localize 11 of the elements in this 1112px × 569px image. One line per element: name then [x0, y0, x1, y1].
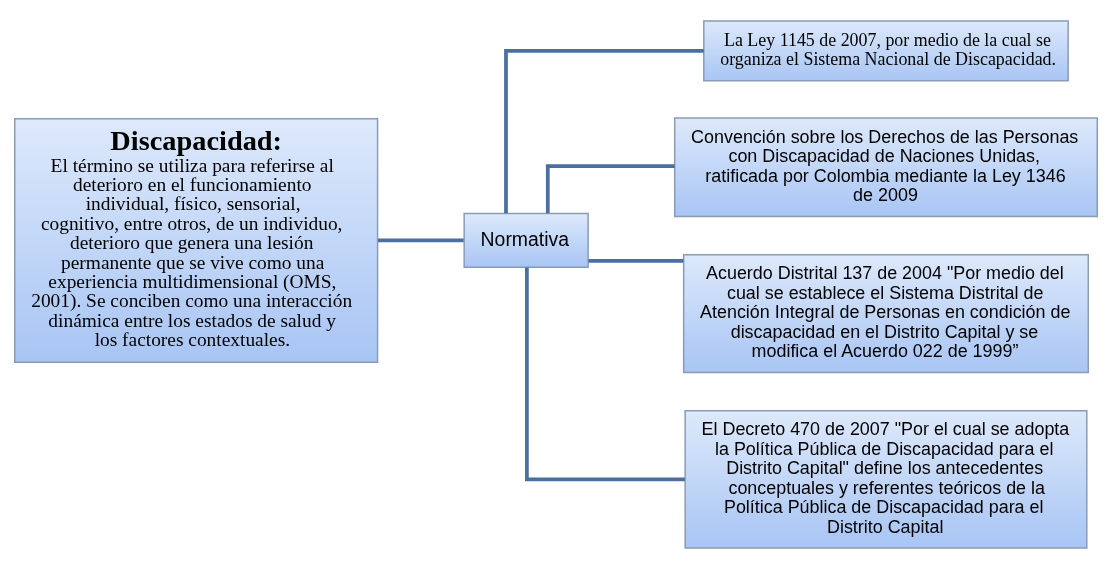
- connector: [525, 267, 685, 482]
- node-box: Convención sobre los Derechos de las Personas con Discapacidad de Naciones Unidas, ratificada por Colombia mediante la Ley 1346 de 2009: [673, 117, 1098, 218]
- connector: [504, 48, 704, 214]
- node-box: La Ley 1145 de 2007, por medio de la cual se organiza el Sistema Nacional de Discapacidad.: [703, 20, 1069, 82]
- node-box: Discapacidad: El término se utiliza para referirse al deterioro en el funcionamiento individual, físico, sensorial, cognitivo, entre otros, de un individuo, deterioro que genera una lesión permanente que se vive como una experiencia multidimensional (OMS, 2001). Se conciben como una interacción dinámica entre los estados de salud y los factores contextuales.: [14, 118, 379, 363]
- connector: [378, 238, 464, 243]
- node-box: Normativa: [463, 212, 589, 269]
- connector: [545, 164, 675, 214]
- connector: [588, 259, 684, 263]
- node-box: El Decreto 470 de 2007 "Por el cual se adopta la Política Pública de Discapacidad para el Distrito Capital" define los antecedentes conceptuales y referentes teóricos de la Política Pública de Discapacidad para el Distrito Capital: [684, 409, 1088, 549]
- node-box: Acuerdo Distrital 137 de 2004 "Por medio del cual se establece el Sistema Distrital de Atención Integral de Personas en condición de discapacidad en el Distrito Capital y se modifica el Acuerdo 022 de 1999”: [682, 253, 1090, 374]
